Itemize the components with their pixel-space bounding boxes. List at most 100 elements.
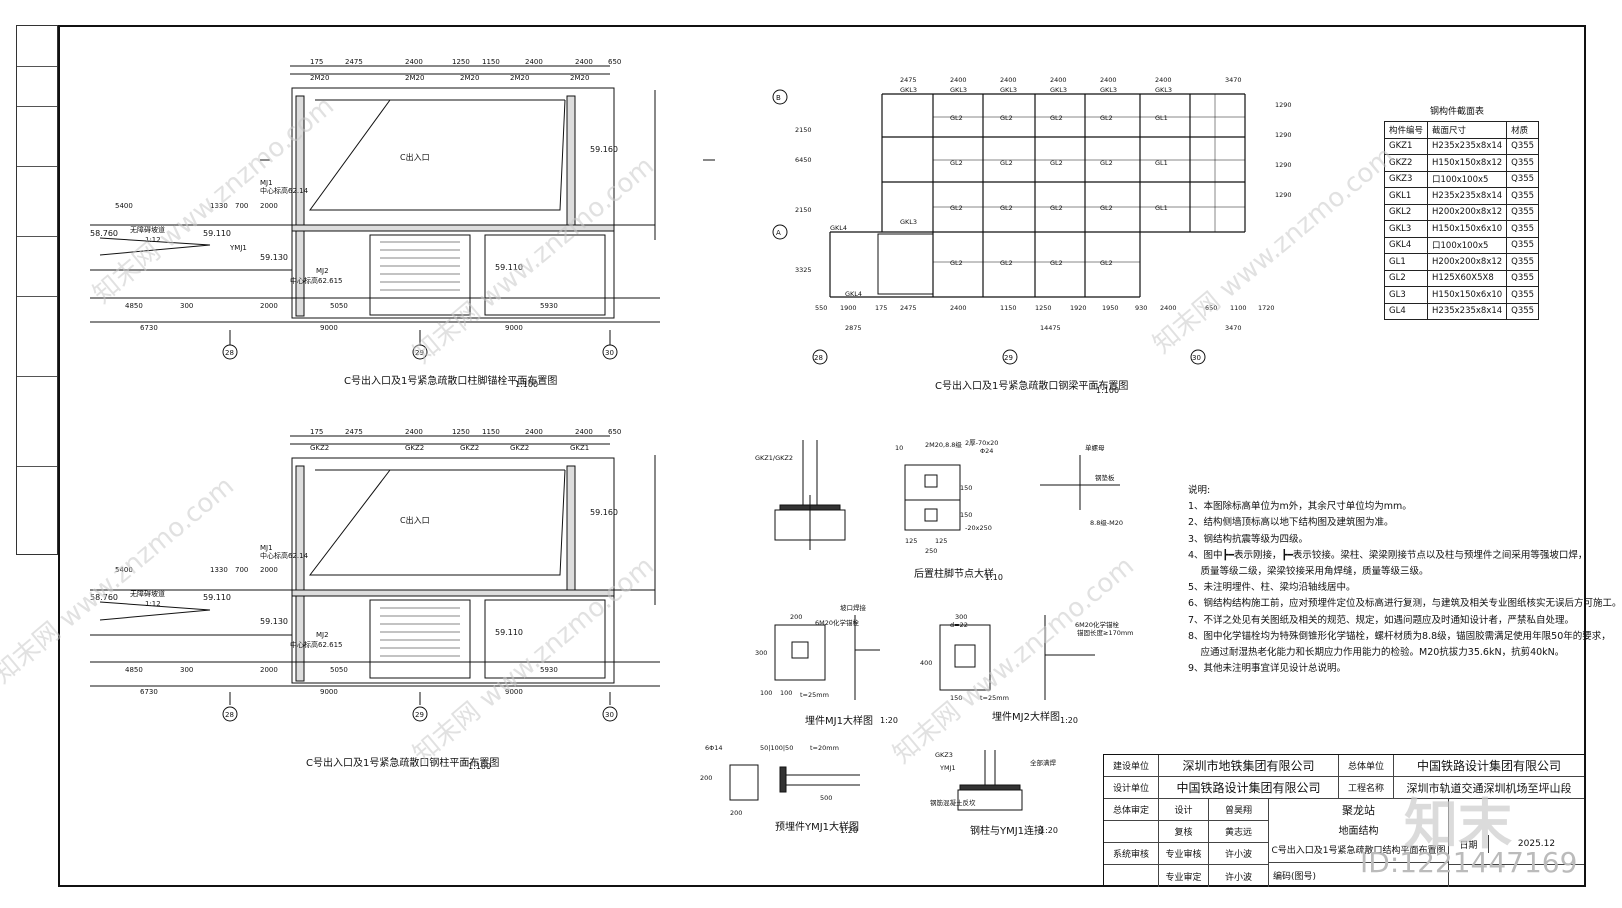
svg-text:650: 650	[608, 58, 621, 66]
note-item: 质量等级二级，梁梁铰接采用角焊缝，质量等级三级。	[1188, 566, 1429, 578]
svg-text:150: 150	[960, 511, 972, 519]
svg-text:400: 400	[920, 659, 932, 667]
svg-text:1250: 1250	[452, 428, 470, 436]
svg-text:6730: 6730	[140, 688, 158, 696]
svg-text:GKL4: GKL4	[845, 290, 862, 298]
svg-text:GKZ1/GKZ2: GKZ1/GKZ2	[755, 454, 793, 462]
svg-text:30: 30	[605, 349, 614, 357]
note-item: 1、本图除标高单位为m外，其余尺寸单位均为mm。	[1188, 501, 1412, 513]
note-item: 7、不详之处见有关图纸及相关的规范、规定，如遇问题应及时通知设计者，严禁私自处理…	[1188, 614, 1575, 626]
note-item: 2、结构侧墙顶标高以地下结构图及建筑图为准。	[1188, 517, 1394, 529]
svg-text:GKZ2: GKZ2	[310, 444, 329, 452]
svg-text:59.110: 59.110	[495, 263, 523, 272]
svg-text:175: 175	[310, 58, 323, 66]
svg-text:GL2: GL2	[1050, 259, 1063, 267]
svg-text:GL2: GL2	[1100, 259, 1113, 267]
svg-text:175: 175	[310, 428, 323, 436]
svg-text:50|100|50: 50|100|50	[760, 744, 793, 752]
svg-text:2M20: 2M20	[570, 74, 589, 82]
svg-text:59.160: 59.160	[590, 508, 618, 517]
svg-text:2875: 2875	[845, 324, 862, 332]
svg-text:1:12: 1:12	[145, 600, 161, 608]
svg-text:2M20: 2M20	[510, 74, 529, 82]
svg-text:2150: 2150	[795, 126, 812, 134]
svg-text:3470: 3470	[1225, 76, 1242, 84]
svg-text:1720: 1720	[1258, 304, 1275, 312]
detail2-scale: 1:20	[880, 716, 898, 725]
svg-text:200: 200	[700, 774, 712, 782]
svg-text:2400: 2400	[575, 428, 593, 436]
svg-text:2000: 2000	[260, 302, 278, 310]
note-item: 9、其他未注明事宜详见设计总说明。	[1188, 663, 1347, 675]
svg-text:700: 700	[235, 202, 248, 210]
svg-text:GKL3: GKL3	[1155, 86, 1172, 94]
svg-text:500: 500	[820, 794, 832, 802]
svg-text:5050: 5050	[330, 302, 348, 310]
watermark-logo: 知末	[1404, 793, 1512, 856]
svg-text:GL1: GL1	[1155, 159, 1168, 167]
svg-text:5050: 5050	[330, 666, 348, 674]
svg-text:GKZ3: GKZ3	[935, 751, 953, 759]
svg-text:GKL4: GKL4	[830, 224, 847, 232]
svg-text:3470: 3470	[1225, 324, 1242, 332]
detail5-scale: 1:20	[1040, 826, 1058, 835]
plan3-title: C号出入口及1号紧急疏散口钢柱平面布置图	[306, 758, 500, 769]
svg-text:300: 300	[955, 613, 967, 621]
svg-text:t=20mm: t=20mm	[810, 744, 839, 752]
svg-text:中心标高62.615: 中心标高62.615	[290, 276, 343, 285]
svg-text:100: 100	[780, 689, 792, 697]
svg-text:1900: 1900	[840, 304, 857, 312]
svg-text:1920: 1920	[1070, 304, 1087, 312]
svg-text:2475: 2475	[345, 428, 363, 436]
svg-text:GKZ2: GKZ2	[460, 444, 479, 452]
plan3-scale: 1:100	[468, 762, 492, 771]
svg-text:200: 200	[790, 613, 802, 621]
svg-text:中心标高62.14: 中心标高62.14	[260, 186, 309, 195]
svg-text:100: 100	[760, 689, 772, 697]
svg-text:GKL3: GKL3	[950, 86, 967, 94]
svg-text:125: 125	[935, 537, 947, 545]
svg-text:GL2: GL2	[950, 159, 963, 167]
svg-text:MJ2: MJ2	[316, 267, 329, 275]
svg-text:无障碍坡道: 无障碍坡道	[130, 589, 165, 598]
plan2-title: C号出入口及1号紧急疏散口钢梁平面布置图	[935, 381, 1129, 392]
svg-text:4850: 4850	[125, 666, 143, 674]
svg-text:1:12: 1:12	[145, 236, 161, 244]
design-notes: 说明: 1、本图除标高单位为m外，其余尺寸单位均为mm。 2、结构侧墙顶标高以地…	[1188, 483, 1622, 677]
plan1-title: C号出入口及1号紧急疏散口柱脚锚栓平面布置图	[344, 376, 558, 387]
svg-text:1150: 1150	[482, 58, 500, 66]
svg-text:59.130: 59.130	[260, 617, 288, 626]
svg-text:29: 29	[1004, 354, 1013, 362]
svg-text:GKL3: GKL3	[900, 218, 917, 226]
svg-text:30: 30	[605, 711, 614, 719]
svg-text:125: 125	[905, 537, 917, 545]
svg-text:坡口焊接: 坡口焊接	[840, 603, 867, 612]
drawing-frame	[58, 25, 1586, 887]
steel-table-caption: 钢构件截面表	[1430, 107, 1485, 117]
svg-text:GKL3: GKL3	[900, 86, 917, 94]
svg-text:t=25mm: t=25mm	[980, 694, 1009, 702]
svg-text:8.8级-M20: 8.8级-M20	[1090, 518, 1123, 527]
svg-text:58.760: 58.760	[90, 593, 118, 602]
svg-text:2M20: 2M20	[310, 74, 329, 82]
svg-text:2400: 2400	[1155, 76, 1172, 84]
detail2-title: 埋件MJ1大样图	[805, 716, 873, 727]
svg-text:1330: 1330	[210, 566, 228, 574]
svg-text:1250: 1250	[1035, 304, 1052, 312]
svg-text:GL2: GL2	[1050, 114, 1063, 122]
svg-text:GKL3: GKL3	[1000, 86, 1017, 94]
svg-text:930: 930	[1135, 304, 1147, 312]
svg-text:59.160: 59.160	[590, 145, 618, 154]
revision-strip	[16, 25, 58, 555]
svg-text:GL2: GL2	[1050, 204, 1063, 212]
svg-text:GL1: GL1	[1155, 204, 1168, 212]
svg-text:59.110: 59.110	[495, 628, 523, 637]
svg-text:GL1: GL1	[1155, 114, 1168, 122]
svg-text:GL2: GL2	[1000, 204, 1013, 212]
svg-text:9000: 9000	[320, 688, 338, 696]
